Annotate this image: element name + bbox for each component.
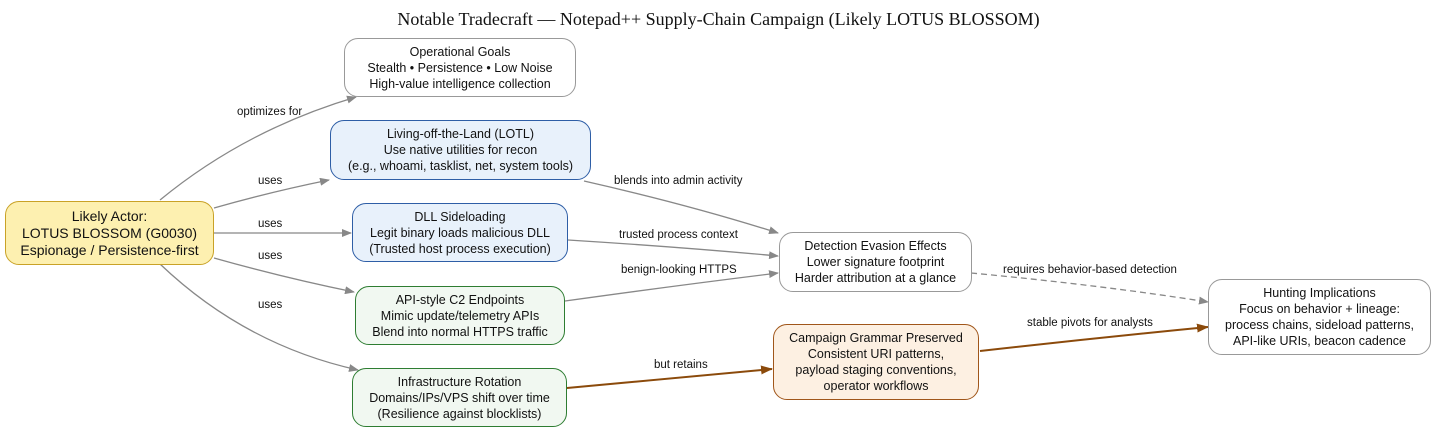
infra-line-1: Infrastructure Rotation xyxy=(397,374,522,389)
edge-label-stable: stable pivots for analysts xyxy=(1027,317,1153,329)
node-hunting-implications: Hunting Implications Focus on behavior +… xyxy=(1208,279,1431,355)
edge-label-blends: blends into admin activity xyxy=(614,175,743,187)
edge-optimizes-for xyxy=(159,95,357,201)
edge-label-requires: requires behavior-based detection xyxy=(1003,264,1177,276)
grammar-line-4: operator workflows xyxy=(823,379,929,393)
hunting-line-3: process chains, sideload patterns, xyxy=(1225,318,1414,332)
dll-line-3: (Trusted host process execution) xyxy=(369,241,551,256)
actor-line-3: Espionage / Persistence-first xyxy=(20,241,199,258)
hunting-line-2: Focus on behavior + lineage: xyxy=(1239,302,1400,316)
infra-line-2: Domains/IPs/VPS shift over time xyxy=(369,390,550,405)
edge-label-uses-dll: uses xyxy=(258,218,283,230)
dll-line-1: DLL Sideloading xyxy=(414,209,506,224)
lotl-line-2: Use native utilities for recon xyxy=(383,143,538,157)
edge-label-uses-c2: uses xyxy=(258,250,283,262)
goals-line-1: Operational Goals xyxy=(409,44,511,59)
node-infrastructure-rotation: Infrastructure Rotation Domains/IPs/VPS … xyxy=(352,368,567,427)
c2-line-3: Blend into normal HTTPS traffic xyxy=(372,324,548,339)
diagram-title: Notable Tradecraft — Notepad++ Supply-Ch… xyxy=(397,9,1040,29)
evasion-line-2: Lower signature footprint xyxy=(806,255,945,269)
grammar-line-3: payload staging conventions, xyxy=(795,363,957,377)
evasion-line-1: Detection Evasion Effects xyxy=(804,239,947,253)
node-dll-sideloading: DLL Sideloading Legit binary loads malic… xyxy=(352,203,568,262)
actor-line-1: Likely Actor: xyxy=(71,207,148,224)
edge-benign xyxy=(564,270,779,302)
grammar-line-2: Consistent URI patterns, xyxy=(807,347,945,361)
edge-uses-lotl xyxy=(213,177,330,209)
node-api-c2: API-style C2 Endpoints Mimic update/tele… xyxy=(355,286,565,345)
edge-stable xyxy=(979,323,1209,352)
edge-retains xyxy=(566,365,773,389)
edge-trusted xyxy=(567,239,779,260)
edge-requires xyxy=(970,272,1209,305)
hunting-line-4: API-like URIs, beacon cadence xyxy=(1232,334,1406,348)
node-campaign-grammar: Campaign Grammar Preserved Consistent UR… xyxy=(773,324,979,400)
c2-line-1: API-style C2 Endpoints xyxy=(395,292,525,307)
edge-label-benign: benign-looking HTTPS xyxy=(621,264,737,276)
node-lotl: Living-off-the-Land (LOTL) Use native ut… xyxy=(330,120,591,180)
c2-line-2: Mimic update/telemetry APIs xyxy=(380,308,540,323)
goals-line-3: High-value intelligence collection xyxy=(369,76,551,91)
edge-blends xyxy=(583,180,779,235)
hunting-line-1: Hunting Implications xyxy=(1263,286,1376,300)
edge-label-uses-infra: uses xyxy=(258,299,283,311)
lotl-line-3: (e.g., whoami, tasklist, net, system too… xyxy=(347,159,574,173)
dll-line-2: Legit binary loads malicious DLL xyxy=(370,225,550,240)
lotl-line-1: Living-off-the-Land (LOTL) xyxy=(386,127,535,141)
grammar-line-1: Campaign Grammar Preserved xyxy=(789,331,963,345)
edge-label-trusted: trusted process context xyxy=(619,229,738,241)
edge-label-retains: but retains xyxy=(654,359,708,371)
edge-label-optimizes-for: optimizes for xyxy=(237,106,303,118)
edge-uses-infra xyxy=(159,263,359,372)
evasion-line-3: Harder attribution at a glance xyxy=(794,271,957,285)
node-detection-evasion: Detection Evasion Effects Lower signatur… xyxy=(779,232,972,292)
node-operational-goals: Operational Goals Stealth • Persistence … xyxy=(344,38,576,97)
goals-line-2: Stealth • Persistence • Low Noise xyxy=(367,60,553,75)
edge-label-uses-lotl: uses xyxy=(258,175,283,187)
infra-line-3: (Resilience against blocklists) xyxy=(377,406,542,421)
node-actor: Likely Actor: LOTUS BLOSSOM (G0030) Espi… xyxy=(5,201,214,265)
actor-line-2: LOTUS BLOSSOM (G0030) xyxy=(21,224,198,241)
edge-uses-c2 xyxy=(213,257,355,295)
